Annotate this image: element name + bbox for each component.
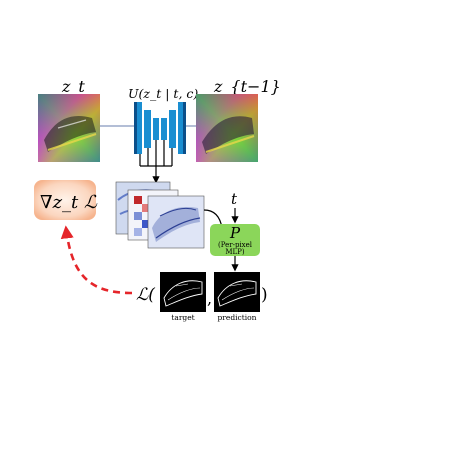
label-z-t-minus-1: z_{t−1} — [213, 77, 281, 96]
loss-close: ) — [261, 285, 268, 305]
label-target: target — [171, 313, 194, 322]
noisy-latent-image — [38, 94, 100, 162]
mlp-desc-line1: (Per-pixel — [218, 241, 253, 249]
feature-map-front — [147, 195, 205, 249]
per-pixel-mlp-box: P (Per-pixel MLP) — [210, 224, 260, 256]
feature-maps-stack — [115, 181, 205, 249]
label-gradient: ∇z_t ℒ — [40, 192, 98, 213]
target-edge-map — [160, 272, 206, 312]
feature-tap-bracket — [139, 140, 173, 184]
loss-open: ℒ( — [136, 285, 155, 305]
mlp-symbol: P — [229, 224, 241, 242]
label-z-t: z_t — [61, 77, 85, 96]
mlp-desc-line2: MLP) — [225, 248, 245, 256]
label-t: t — [231, 190, 238, 208]
label-unet: U(z_t | t, c) — [128, 86, 198, 101]
gradient-box: ∇z_t ℒ — [34, 180, 98, 220]
denoised-latent-image — [196, 94, 258, 162]
prediction-edge-map — [214, 272, 260, 312]
label-prediction: prediction — [218, 313, 257, 322]
unet-block — [134, 102, 186, 154]
gradient-feedback-arrow — [60, 225, 133, 295]
loss-comma: , — [207, 289, 212, 308]
